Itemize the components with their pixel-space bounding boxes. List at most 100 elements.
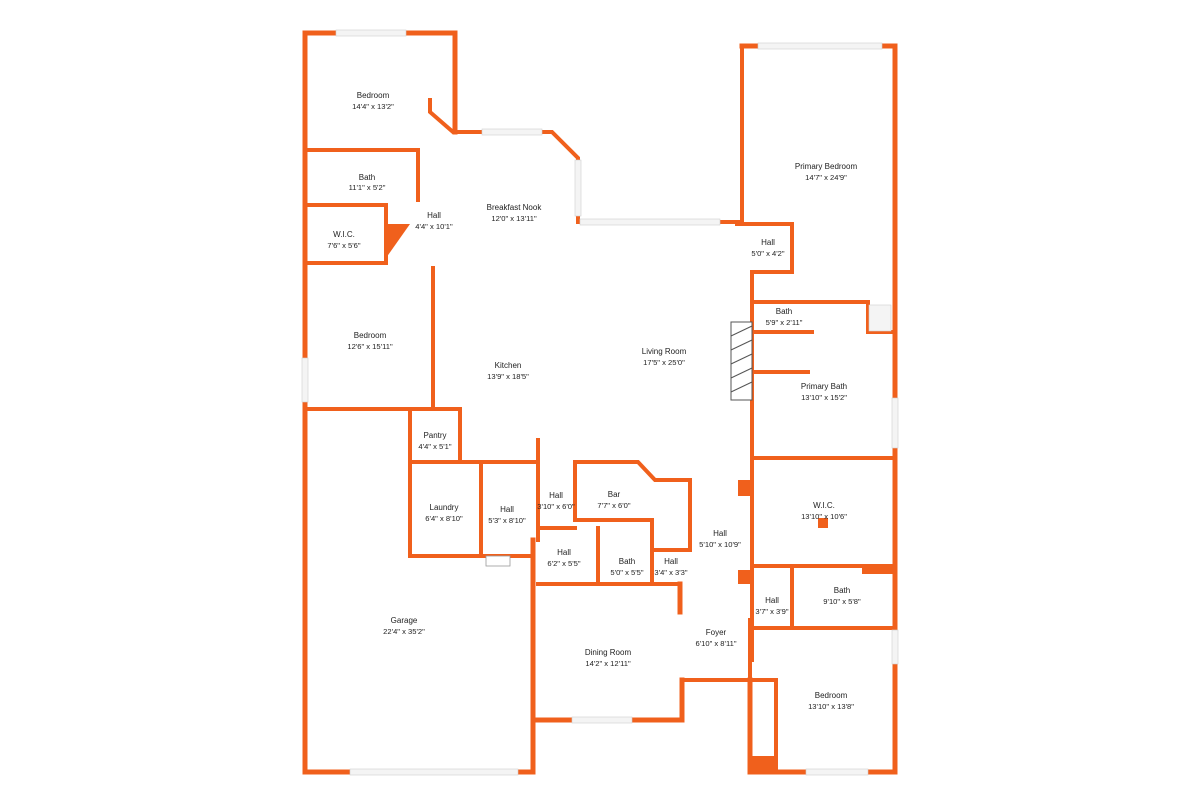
svg-text:13'10" x 13'8": 13'10" x 13'8" <box>808 702 854 711</box>
window <box>891 629 899 665</box>
svg-text:5'9" x 2'11": 5'9" x 2'11" <box>766 318 803 327</box>
wall <box>750 678 778 758</box>
windows <box>301 29 899 776</box>
room-label-hall-sw: Hall 6'2" x 5'5" <box>547 548 581 568</box>
room-label-hall-small: Hall 3'4" x 3'3" <box>654 557 688 577</box>
svg-text:Bar: Bar <box>608 490 621 499</box>
window <box>301 357 309 403</box>
room-label-bedroom-w: Bedroom 12'6" x 15'11" <box>347 331 393 351</box>
svg-text:12'6" x 15'11": 12'6" x 15'11" <box>347 342 393 351</box>
window <box>481 128 543 136</box>
window <box>868 304 892 332</box>
svg-text:12'0" x 13'11": 12'0" x 13'11" <box>491 214 537 223</box>
room-label-hall-foyer: Hall 5'10" x 10'9" <box>699 529 741 549</box>
svg-text:Foyer: Foyer <box>706 628 727 637</box>
wall <box>739 43 898 775</box>
wall <box>302 30 536 775</box>
room-labels: Bedroom 14'4" x 13'2" Bath 11'1" x 5'2" … <box>327 91 861 711</box>
room-label-bar: Bar 7'7" x 6'0" <box>597 490 631 510</box>
room-label-bath-nw: Bath 11'1" x 5'2" <box>349 173 386 192</box>
svg-text:Laundry: Laundry <box>430 503 459 512</box>
wall-fill <box>750 756 778 772</box>
wall <box>573 460 692 552</box>
svg-text:Bedroom: Bedroom <box>815 691 848 700</box>
room-label-foyer: Foyer 6'10" x 8'11" <box>695 628 736 648</box>
svg-text:Bath: Bath <box>834 586 850 595</box>
wall <box>750 330 814 374</box>
window <box>349 768 519 776</box>
window <box>757 42 883 50</box>
wall <box>735 222 794 302</box>
svg-text:Bedroom: Bedroom <box>354 331 387 340</box>
svg-text:13'10" x 10'6": 13'10" x 10'6" <box>801 512 847 521</box>
svg-text:Hall: Hall <box>713 529 727 538</box>
door-marker <box>485 555 511 567</box>
svg-text:Pantry: Pantry <box>423 431 446 440</box>
room-label-primary-bath: Primary Bath 13'10" x 15'2" <box>801 382 847 402</box>
room-label-bath-primary-small: Bath 5'9" x 2'11" <box>766 307 803 327</box>
svg-text:5'0" x 5'5": 5'0" x 5'5" <box>610 568 644 577</box>
svg-text:7'6" x 5'6": 7'6" x 5'6" <box>327 241 361 250</box>
svg-text:Bedroom: Bedroom <box>357 91 390 100</box>
svg-text:Kitchen: Kitchen <box>495 361 522 370</box>
svg-text:4'4" x 5'1": 4'4" x 5'1" <box>418 442 452 451</box>
svg-text:6'2" x 5'5": 6'2" x 5'5" <box>547 559 581 568</box>
fireplace-icon <box>730 321 753 401</box>
room-label-living-room: Living Room 17'5" x 25'0" <box>642 347 687 367</box>
wall <box>750 564 897 630</box>
wall <box>428 98 744 224</box>
room-label-bath-se: Bath 9'10" x 5'8" <box>823 586 861 606</box>
svg-text:6'4" x 8'10": 6'4" x 8'10" <box>425 514 463 523</box>
svg-text:Bath: Bath <box>776 307 792 316</box>
svg-text:Hall: Hall <box>761 238 775 247</box>
window <box>574 159 582 217</box>
room-label-hall-mid: Hall 3'10" x 6'0" <box>537 491 575 511</box>
svg-text:13'10" x 15'2": 13'10" x 15'2" <box>801 393 847 402</box>
svg-text:9'10" x 5'8": 9'10" x 5'8" <box>823 597 861 606</box>
room-label-hall-laundry: Hall 5'3" x 8'10" <box>488 505 526 525</box>
svg-text:Primary Bath: Primary Bath <box>801 382 847 391</box>
svg-text:Hall: Hall <box>765 596 779 605</box>
room-label-kitchen: Kitchen 13'9" x 18'5" <box>487 361 529 381</box>
svg-text:Primary Bedroom: Primary Bedroom <box>795 162 858 171</box>
wall <box>750 300 897 334</box>
svg-text:Hall: Hall <box>500 505 514 514</box>
svg-text:W.I.C.: W.I.C. <box>333 230 355 239</box>
svg-text:Hall: Hall <box>549 491 563 500</box>
wall-fill <box>386 224 410 258</box>
svg-text:Hall: Hall <box>557 548 571 557</box>
svg-text:17'5" x 25'0": 17'5" x 25'0" <box>643 358 685 367</box>
svg-text:7'7" x 6'0": 7'7" x 6'0" <box>597 501 631 510</box>
window <box>571 716 633 724</box>
wall-fill <box>738 480 752 496</box>
svg-text:4'4" x 10'1": 4'4" x 10'1" <box>415 222 453 231</box>
svg-text:Bath: Bath <box>619 557 635 566</box>
svg-text:22'4" x 35'2": 22'4" x 35'2" <box>383 627 425 636</box>
room-label-pantry: Pantry 4'4" x 5'1" <box>418 431 452 451</box>
svg-text:14'2" x 12'11": 14'2" x 12'11" <box>585 659 631 668</box>
svg-text:Hall: Hall <box>664 557 678 566</box>
room-label-bedroom-nw: Bedroom 14'4" x 13'2" <box>352 91 394 111</box>
svg-text:Breakfast Nook: Breakfast Nook <box>487 203 543 212</box>
wall-fill <box>862 564 895 574</box>
svg-text:W.I.C.: W.I.C. <box>813 501 835 510</box>
room-label-hall-ne: Hall 5'0" x 4'2" <box>751 238 785 258</box>
svg-text:5'0" x 4'2": 5'0" x 4'2" <box>751 249 785 258</box>
window <box>805 768 869 776</box>
window <box>335 29 407 37</box>
svg-text:5'3" x 8'10": 5'3" x 8'10" <box>488 516 526 525</box>
svg-text:Living Room: Living Room <box>642 347 687 356</box>
svg-text:6'10" x 8'11": 6'10" x 8'11" <box>695 639 736 648</box>
svg-text:3'10" x 6'0": 3'10" x 6'0" <box>537 502 575 511</box>
window <box>579 218 721 226</box>
room-label-breakfast-nook: Breakfast Nook 12'0" x 13'11" <box>487 203 543 223</box>
room-label-bedroom-se: Bedroom 13'10" x 13'8" <box>808 691 854 711</box>
room-label-wic-nw: W.I.C. 7'6" x 5'6" <box>327 230 361 250</box>
wall-fill <box>738 570 752 584</box>
wall-fill <box>818 518 828 528</box>
svg-text:Hall: Hall <box>427 211 441 220</box>
wall <box>536 526 682 586</box>
room-label-laundry: Laundry 6'4" x 8'10" <box>425 503 463 523</box>
svg-text:14'7" x 24'9": 14'7" x 24'9" <box>805 173 847 182</box>
